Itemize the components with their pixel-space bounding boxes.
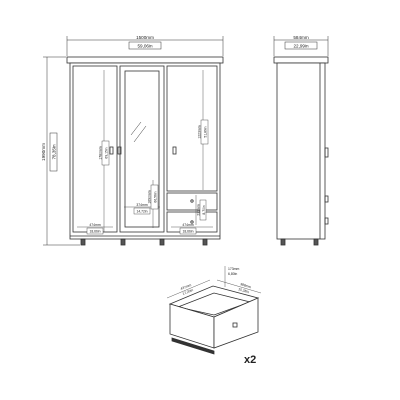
side-depth-mm: 584mm	[293, 35, 308, 40]
interior-dimension-lines	[77, 70, 213, 235]
drawer-knob	[190, 220, 194, 224]
side-foot	[280, 238, 286, 246]
drawer-height-in: 6,80in	[228, 272, 237, 276]
mirror-panel	[124, 70, 160, 228]
drawer-quantity: x2	[244, 354, 256, 366]
drawer-gap-mm: 221mm	[197, 204, 201, 215]
center-shelf-mm: 374mm	[136, 203, 147, 207]
mirror-height-in: 66,56in	[154, 191, 158, 202]
center-shelf-in: 14,72in	[136, 210, 147, 214]
drawer-height-mm: 173mm	[228, 267, 239, 271]
front-view	[66, 56, 224, 246]
cabinet-foot	[120, 238, 126, 246]
mirror-door	[119, 65, 165, 233]
front-height-dimension	[43, 56, 80, 246]
cabinet-crown	[66, 56, 224, 64]
door-hanger-in: 69,15in	[105, 147, 109, 158]
side-foot	[313, 238, 319, 246]
cabinet-foot	[202, 238, 208, 246]
side-knob	[324, 217, 329, 225]
right-upper-in: 51,89in	[204, 126, 208, 137]
drawer-runner	[171, 337, 215, 355]
right-door	[166, 65, 218, 192]
side-handle	[324, 147, 329, 158]
right-shelf-in: 18,66in	[182, 230, 193, 234]
side-depth-dimension	[273, 36, 329, 56]
side-crown	[273, 56, 329, 64]
mirror-glare	[133, 125, 147, 143]
drawer-depth-mm: 388mm	[240, 282, 252, 289]
mirror-height-mm: 1690mm	[148, 190, 152, 203]
drawer-upper	[166, 192, 218, 211]
door-handle	[172, 146, 177, 155]
front-width-in: 59,06in	[137, 44, 153, 49]
front-width-mm: 1500mm	[136, 35, 154, 40]
left-shelf-in: 18,66in	[89, 230, 100, 234]
right-upper-mm: 1223mm	[198, 125, 202, 138]
door-handle	[117, 146, 122, 155]
right-shelf-mm: 474mm	[182, 223, 193, 227]
cabinet-foot	[80, 238, 86, 246]
door-handle	[109, 146, 114, 155]
side-knob	[324, 195, 329, 203]
side-depth-in: 22,99in	[293, 44, 309, 49]
front-width-dimension	[66, 36, 224, 56]
cabinet-foot	[159, 238, 165, 246]
side-body	[276, 62, 326, 240]
drawer-knob	[232, 322, 238, 328]
front-height-mm: 1990mm	[41, 143, 46, 161]
drawer-knob	[190, 199, 194, 203]
side-view	[273, 56, 329, 246]
drawer-width-mm: 437mm	[180, 283, 192, 291]
drawer-gap-in: 8,70in	[202, 205, 206, 214]
drawer-width-in: 17,20in	[182, 288, 194, 296]
drawer-dimensions	[166, 266, 262, 299]
mirror-glare	[130, 121, 142, 136]
door-hanger-mm: 1780mm	[99, 146, 103, 159]
front-height-in: 78,35in	[52, 144, 57, 160]
drawer-depth-in: 15,28in	[238, 287, 250, 294]
drawer-view	[168, 285, 260, 355]
left-shelf-mm: 474mm	[89, 223, 100, 227]
